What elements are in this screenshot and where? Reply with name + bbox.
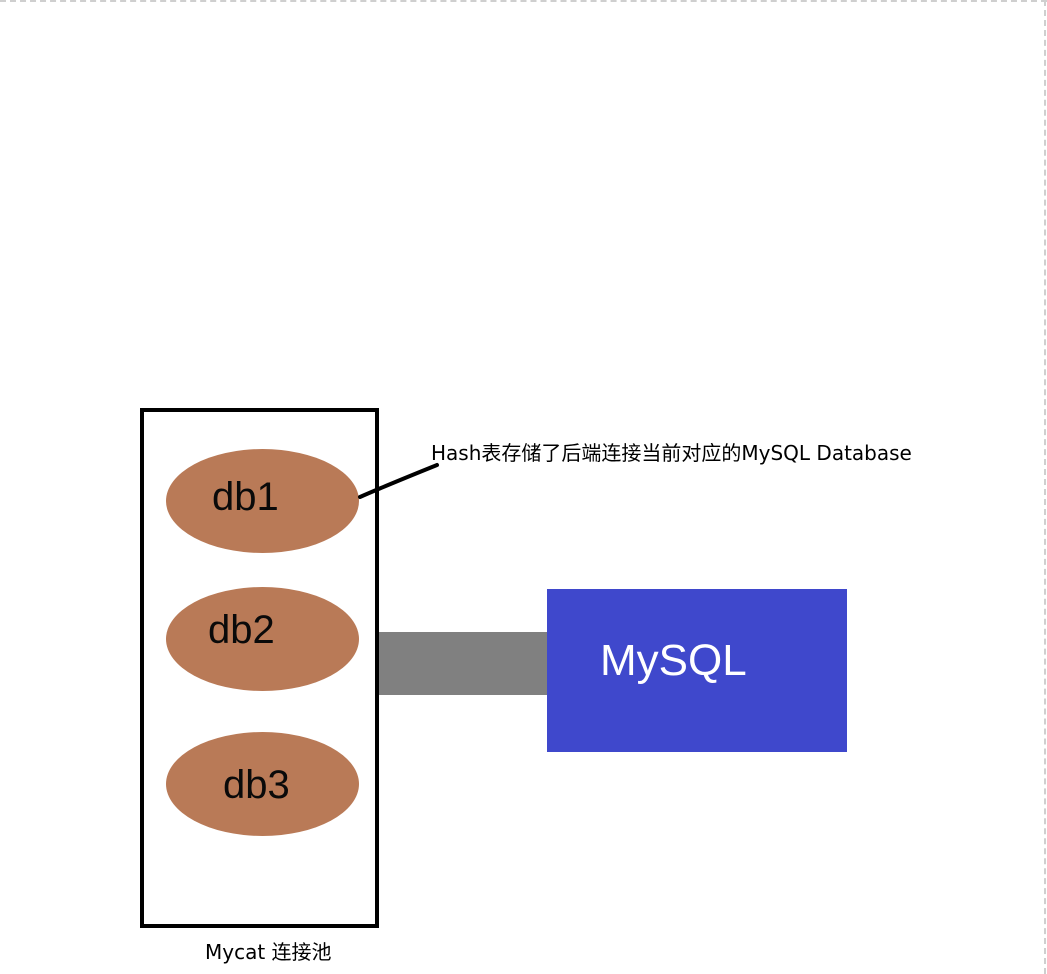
mycat-pool-caption: Mycat 连接池 (205, 938, 332, 966)
hash-table-annotation: Hash表存储了后端连接当前对应的MySQL Database (431, 439, 912, 467)
